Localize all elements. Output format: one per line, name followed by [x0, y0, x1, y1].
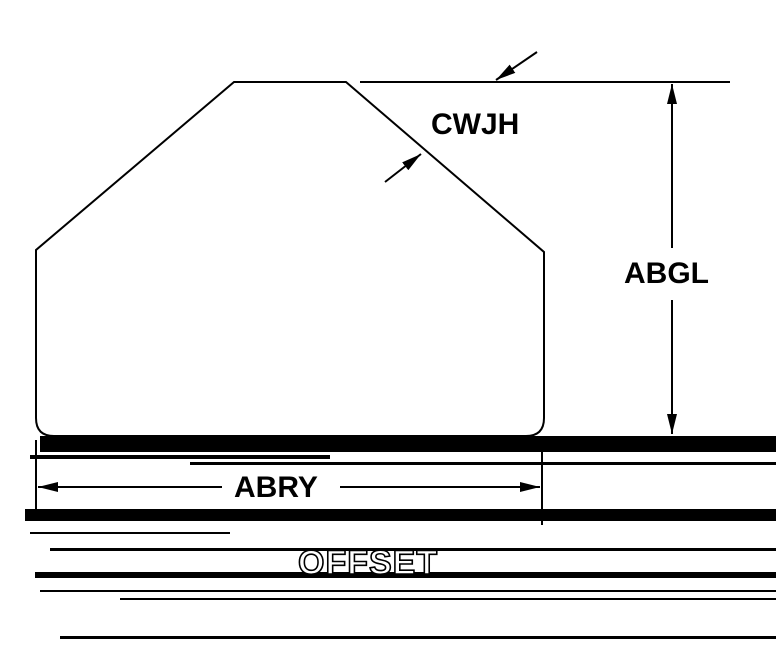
width-label: ABRY: [234, 471, 318, 504]
chamfer-arrow-lower: [384, 153, 422, 183]
offset-label: OFFSET: [298, 544, 438, 582]
height-label: ABGL: [624, 257, 709, 290]
chamfer-arrow-upper: [495, 51, 538, 81]
base-streaks: [25, 436, 776, 639]
chamfer-width-label: CWJH: [431, 108, 519, 141]
part-outline: [35, 81, 545, 437]
